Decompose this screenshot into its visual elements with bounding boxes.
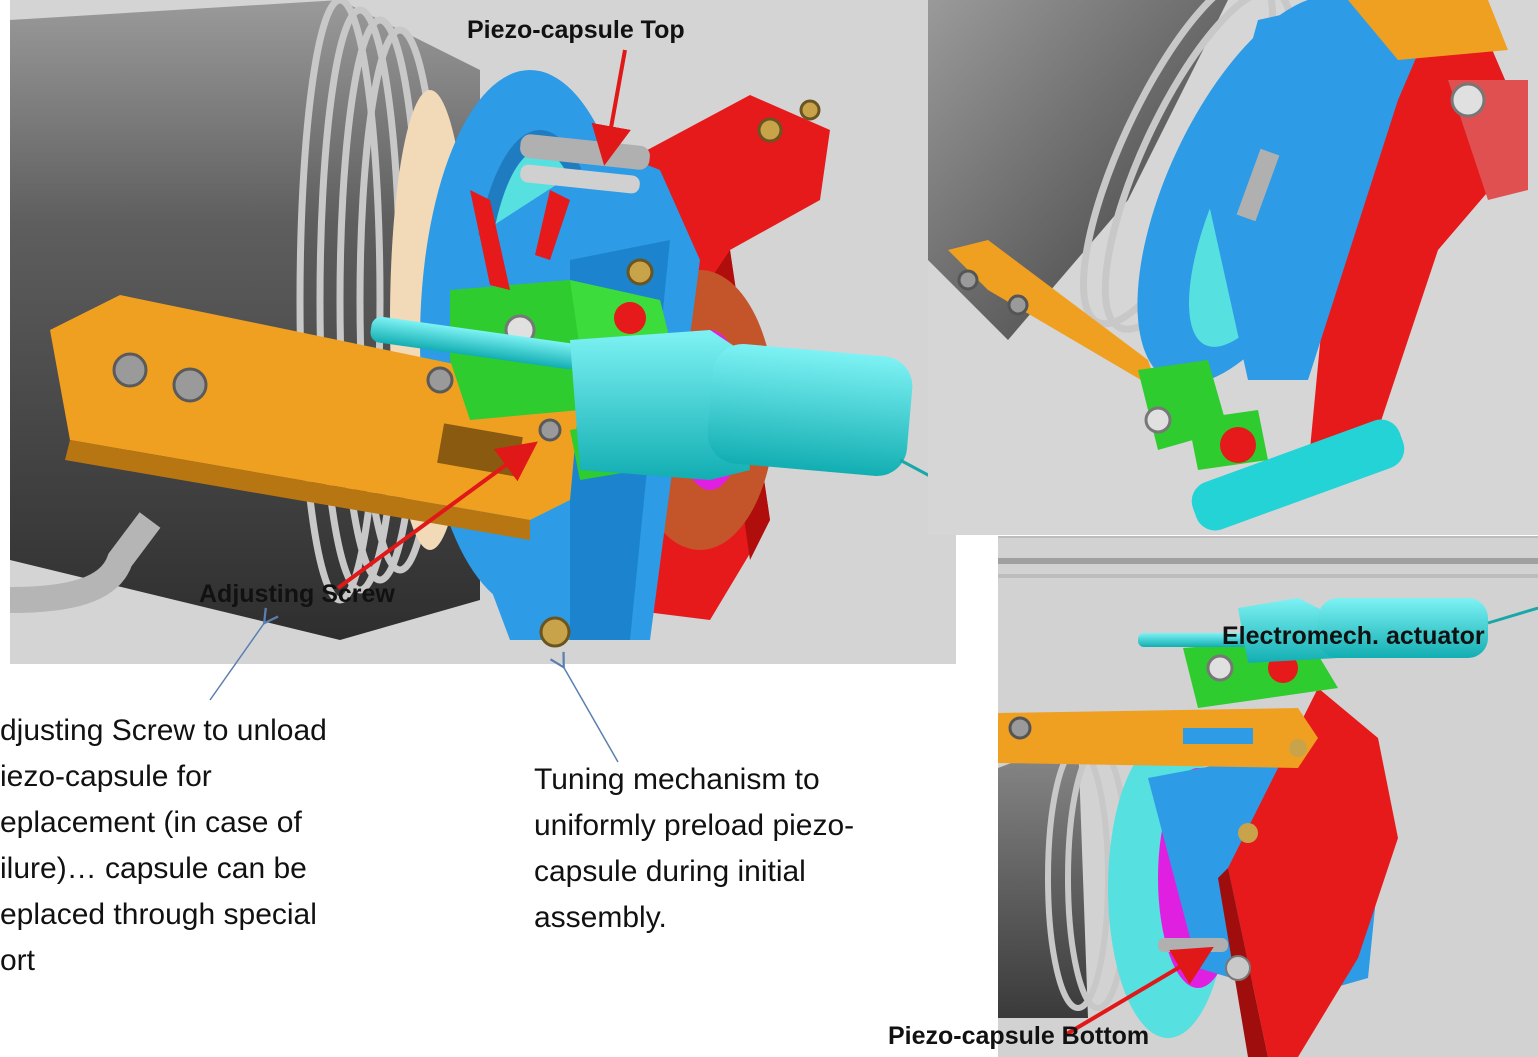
label-electromech-actuator: Electromech. actuator [1222, 622, 1485, 650]
main-cad-view [10, 0, 956, 664]
label-piezo-capsule-bottom: Piezo-capsule Bottom [888, 1022, 1150, 1050]
tuning-mechanism-description: Tuning mechanism to uniformly preload pi… [534, 763, 855, 934]
adjusting-screw-description: djusting Screw to unload iezo-capsule fo… [0, 714, 327, 977]
label-piezo-capsule-top: Piezo-capsule Top [467, 16, 685, 44]
top-right-cad-illustration [928, 0, 1528, 531]
bottom-right-cad-illustration [998, 558, 1538, 1057]
main-cad-illustration [10, 0, 956, 648]
label-adjusting-screw: Adjusting Screw [199, 580, 395, 608]
top-right-cad-view [928, 0, 1538, 535]
bottom-right-cad-view [998, 536, 1538, 1057]
tuning-description-pointer [563, 666, 619, 763]
